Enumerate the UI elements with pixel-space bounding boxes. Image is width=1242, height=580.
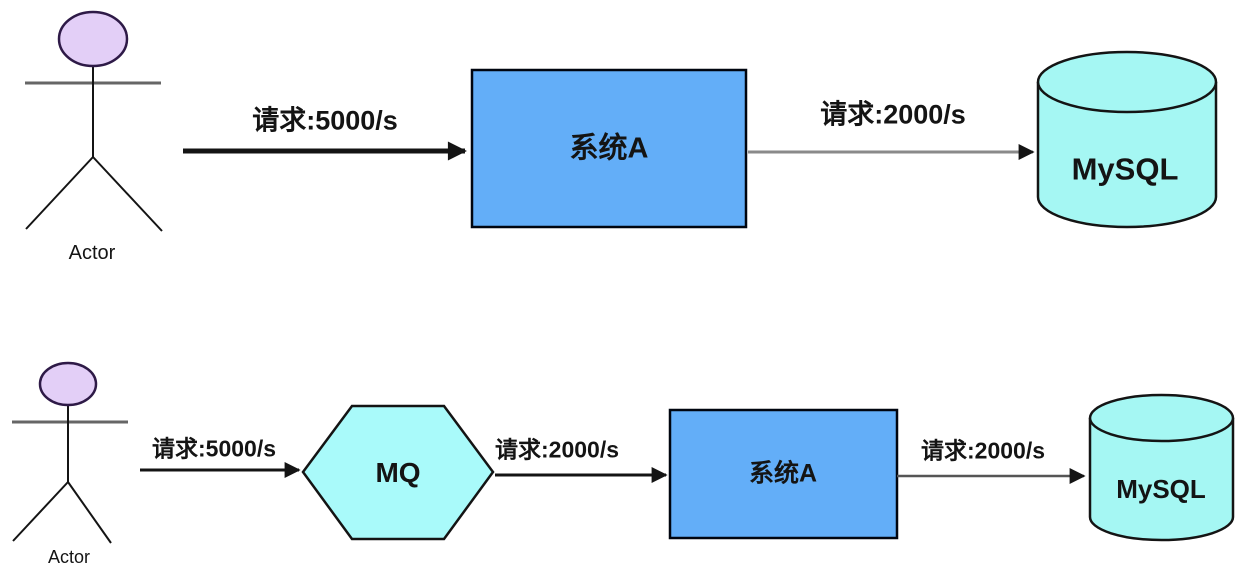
actor-right-leg-line [67, 481, 112, 544]
mq-node [301, 404, 495, 541]
mysql-cylinder-top [1088, 393, 1235, 443]
actor-head [38, 361, 98, 407]
actor-label-bottom: Actor [47, 547, 91, 567]
mq-label: MQ [375, 457, 421, 488]
mysql-cylinder-body [1088, 418, 1235, 542]
mysql-cylinder-top [1036, 50, 1218, 114]
mysql-label-bottom: MySQL [1116, 474, 1206, 504]
actor-label-top: Actor [68, 242, 116, 264]
actor-left-leg-line [25, 156, 94, 230]
mysql-node-top [1036, 50, 1218, 229]
request-rate-label-top-out: 请求:2000/s [820, 99, 966, 130]
actor-figure-top [25, 10, 163, 232]
system-a-label-top: 系统A [569, 132, 649, 165]
system-a-node-bottom [668, 408, 899, 540]
request-rate-label-bottom-out: 请求:2000/s [920, 437, 1046, 464]
actor-left-leg-line [12, 481, 69, 542]
actor-right-leg-line [92, 156, 163, 232]
request-rate-label-top-in: 请求:5000/s [252, 105, 398, 136]
mysql-cylinder-body [1036, 82, 1218, 229]
actor-figure-bottom [12, 361, 128, 544]
request-rate-label-bottom-in: 请求:5000/s [151, 435, 277, 462]
actor-head [57, 10, 129, 68]
system-a-node-top [470, 68, 748, 229]
request-rate-label-bottom-mid: 请求:2000/s [494, 436, 620, 463]
system-a-label-bottom: 系统A [748, 459, 818, 488]
mysql-node-bottom [1088, 393, 1235, 542]
mysql-label-top: MySQL [1071, 151, 1179, 187]
